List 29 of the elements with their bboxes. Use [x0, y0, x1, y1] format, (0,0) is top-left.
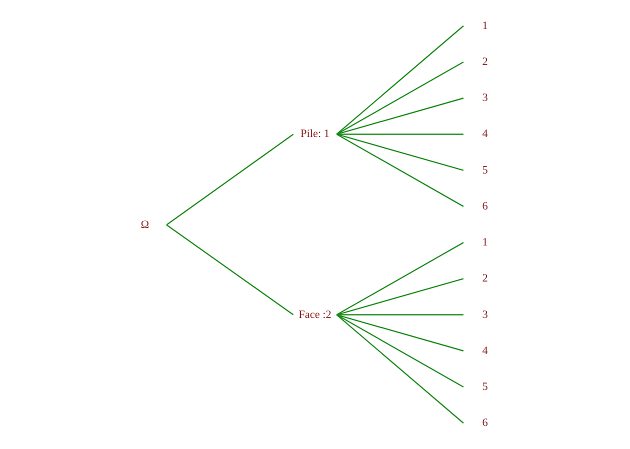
- connector: [336, 134, 464, 171]
- connector: [336, 278, 464, 316]
- node-text: Ω: [140, 218, 150, 231]
- connector: [336, 61, 464, 135]
- node-text: 3: [482, 92, 488, 104]
- node-text: Face :2: [298, 308, 332, 321]
- node-text: 1: [482, 20, 488, 32]
- node-text: 6: [482, 417, 488, 430]
- node-text: 2: [482, 56, 488, 68]
- node-text: 5: [482, 380, 488, 393]
- connector: [336, 25, 464, 135]
- connector: [336, 314, 464, 388]
- connector: [166, 224, 294, 316]
- node-text: 5: [482, 164, 488, 176]
- connector: [336, 242, 464, 316]
- node-text: 1: [482, 236, 488, 249]
- node-text: 4: [482, 128, 488, 140]
- connector: [336, 314, 464, 316]
- connector: [166, 134, 294, 226]
- node-text: Pile: 1: [300, 128, 330, 140]
- connector: [336, 98, 464, 135]
- connector: [336, 134, 464, 135]
- node-text: 4: [482, 344, 488, 357]
- connector: [336, 134, 464, 207]
- node-text: 3: [482, 308, 488, 321]
- node-text: 6: [482, 200, 488, 212]
- connector: [336, 314, 464, 424]
- connector: [336, 314, 464, 352]
- node-text: 2: [482, 272, 488, 285]
